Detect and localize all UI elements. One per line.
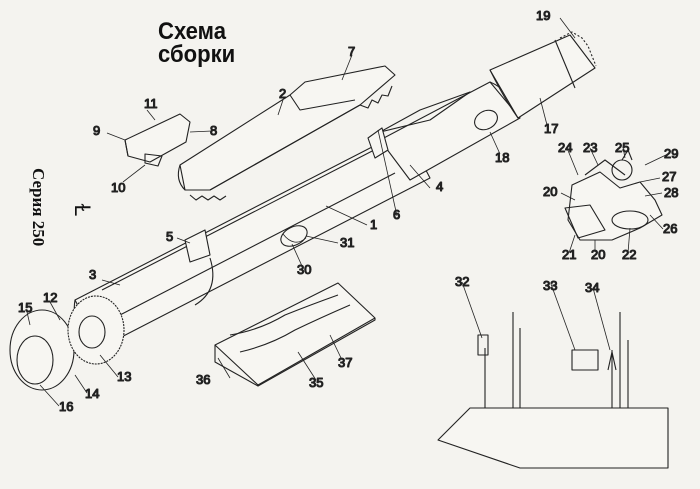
callout-label: 36 [196, 372, 210, 387]
callout-label: 8 [210, 123, 217, 138]
callout-label: 2 [279, 86, 286, 101]
callout-label: 11 [144, 96, 158, 111]
callout-label: 10 [111, 180, 125, 195]
callout-label: 21 [562, 247, 576, 262]
callout-label: 5 [166, 229, 173, 244]
callout-label: 1 [370, 217, 377, 232]
keel-part [177, 65, 396, 201]
callout-label: 32 [455, 274, 469, 289]
callout-label: 34 [585, 280, 599, 295]
callout-label: 23 [583, 140, 597, 155]
callout-labels: 1 2 3 4 5 6 7 8 9 10 11 12 13 14 15 16 1… [17, 7, 679, 414]
callout-label: 27 [662, 169, 676, 184]
tower-part [124, 113, 191, 167]
callout-label: 15 [18, 300, 32, 315]
callout-label: 7 [348, 44, 355, 59]
callout-label: 31 [340, 235, 354, 250]
callout-label: 37 [338, 355, 352, 370]
callout-label: 19 [536, 8, 550, 23]
title-line-2: сборки [158, 41, 236, 68]
ship-silhouette [437, 312, 669, 469]
leader-lines [26, 17, 669, 407]
callout-label: 20 [591, 247, 605, 262]
diagram-title: Схема сборки [158, 18, 236, 68]
callout-label: 29 [664, 146, 678, 161]
callout-label: 4 [436, 179, 443, 194]
callout-label: 17 [544, 121, 558, 136]
callout-label: 22 [622, 247, 636, 262]
callout-label: 12 [43, 290, 57, 305]
callout-label: 26 [663, 221, 677, 236]
callout-label: 24 [558, 140, 572, 155]
callout-label: 28 [664, 185, 678, 200]
title-line-1: Схема [158, 18, 226, 45]
callout-label: 25 [615, 140, 629, 155]
stern-parts [9, 295, 125, 391]
callout-label: 3 [89, 267, 96, 282]
nose-section [489, 31, 597, 119]
callout-label: 20 [543, 184, 557, 199]
main-hull [73, 129, 431, 349]
callout-label: 30 [297, 262, 311, 277]
stand [214, 282, 376, 387]
forward-hull [379, 81, 521, 181]
callout-label: 9 [93, 123, 100, 138]
small-fins [184, 127, 389, 263]
callout-label: 6 [393, 207, 400, 222]
callout-label: 14 [85, 386, 99, 401]
callout-label: 18 [495, 150, 509, 165]
callout-label: 35 [309, 375, 323, 390]
callout-label: 33 [543, 278, 557, 293]
callout-label: 16 [59, 399, 73, 414]
fitting-assembly [564, 149, 663, 241]
callout-label: 13 [117, 369, 131, 384]
